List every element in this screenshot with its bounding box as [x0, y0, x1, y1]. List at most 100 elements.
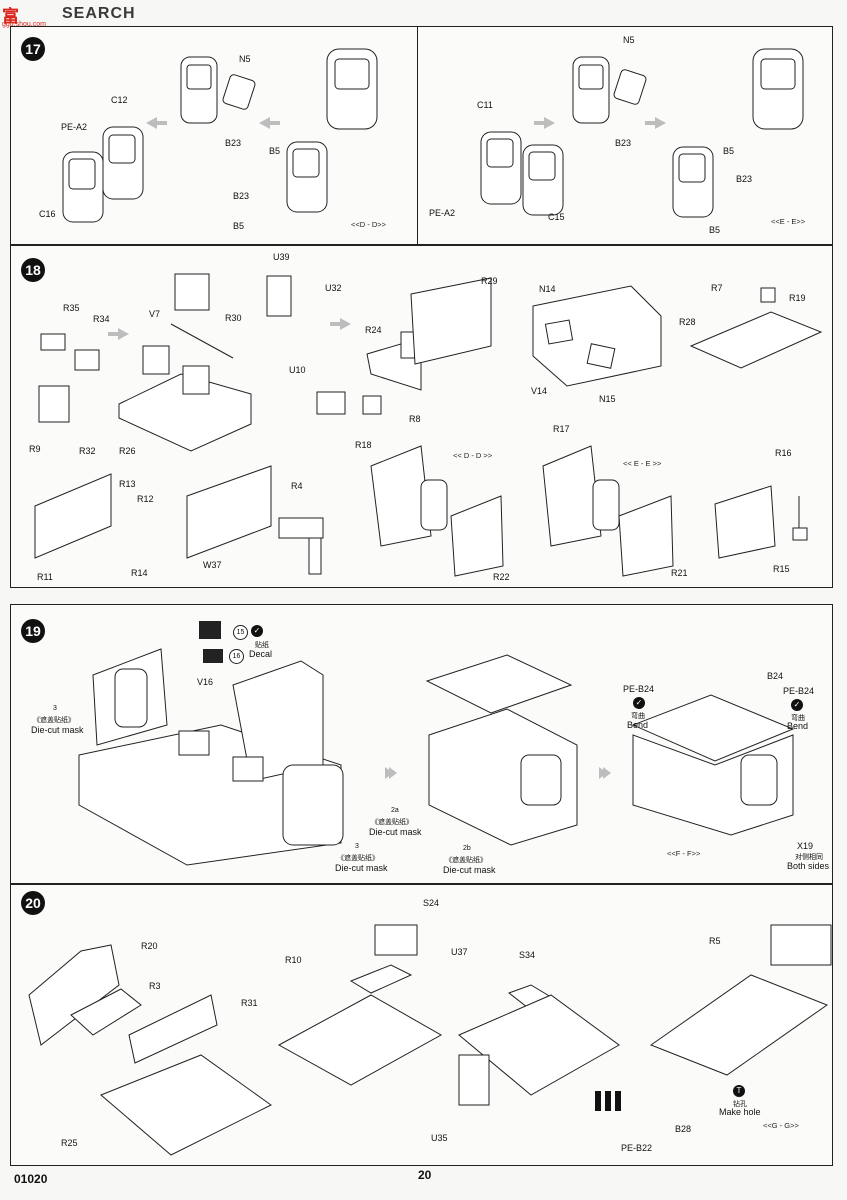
part-label: B5 — [723, 146, 735, 156]
bend-cn: 弯曲 — [791, 715, 805, 722]
mask-2b-en: Die-cut mask — [443, 865, 496, 875]
part-label: B23 — [615, 138, 632, 148]
decal-number: 15 — [233, 625, 248, 640]
both-en: Both sides — [787, 861, 830, 871]
part-label: R9 — [29, 444, 41, 454]
footer-product-code: 01020 — [14, 1172, 48, 1186]
view-label: << E - E >> — [623, 459, 662, 468]
part-label: R10 — [285, 955, 302, 965]
step-19-panel: 19 15 16 ✓ 贴纸 Decal 3 《遮盖贴纸》 Die-cut mas… — [10, 604, 833, 884]
part-label: B24 — [767, 671, 784, 681]
step-20-badge: 20 — [21, 891, 45, 915]
mask-1-en: Die-cut mask — [31, 725, 84, 735]
part-label: R5 — [709, 936, 721, 946]
bend-en: Bend — [627, 720, 649, 730]
part-label: R7 — [711, 283, 723, 293]
part-label: R3 — [149, 981, 161, 991]
part-label: R19 — [789, 293, 806, 303]
watermark-url: ggg.shou.com — [2, 21, 46, 28]
part-label: X19 — [797, 841, 814, 851]
step-17-divider — [417, 27, 418, 244]
hole-en: Make hole — [719, 1107, 761, 1117]
watermark: 富 SEARCH ggg.shou.com — [0, 0, 160, 32]
step-18-drawing — [34, 273, 823, 577]
part-label: R22 — [493, 572, 510, 582]
decal-number: 16 — [229, 649, 244, 664]
view-label: <<G - G>> — [763, 1121, 799, 1130]
part-label: B23 — [233, 191, 250, 201]
step-18-panel: 18 U39 U32 R29 N — [10, 245, 833, 588]
part-label: V7 — [149, 309, 161, 319]
step-20-drawing — [28, 924, 832, 1156]
part-label: R4 — [291, 481, 303, 491]
part-label: R15 — [773, 564, 790, 574]
part-label: R8 — [409, 414, 421, 424]
part-label: R34 — [93, 314, 110, 324]
part-label: R31 — [241, 998, 258, 1008]
part-label: PE-B24 — [783, 686, 815, 696]
part-label: PE-B22 — [621, 1143, 653, 1153]
bend-icon: ✓ — [633, 697, 645, 709]
part-label: N5 — [623, 35, 635, 45]
step-17-drawing — [62, 48, 804, 223]
part-label: R14 — [131, 568, 148, 578]
bend-en: Bend — [787, 721, 809, 731]
footer-page-number: 20 — [418, 1168, 432, 1182]
part-label: U35 — [431, 1133, 448, 1143]
mask-2a-en: Die-cut mask — [369, 827, 422, 837]
part-label: U10 — [289, 365, 306, 375]
part-label: C12 — [111, 95, 128, 105]
both-cn: 对侧相同 — [795, 854, 823, 861]
part-label: B5 — [233, 221, 245, 231]
part-label: B5 — [269, 146, 281, 156]
part-label: PE-B24 — [623, 684, 655, 694]
view-label-right: <<E - E>> — [771, 217, 806, 226]
bend-icon: ✓ — [791, 699, 803, 711]
part-label: PE-A2 — [61, 122, 88, 132]
mask-3-num: 3 — [355, 843, 359, 850]
part-label: W37 — [203, 560, 222, 570]
part-label: R17 — [553, 424, 570, 434]
part-label: R21 — [671, 568, 688, 578]
part-label: R25 — [61, 1138, 78, 1148]
mask-2b-num: 2b — [463, 845, 471, 852]
step-18-badge: 18 — [21, 258, 45, 282]
part-label: R35 — [63, 303, 80, 313]
mask-3-cn: 《遮盖贴纸》 — [337, 855, 379, 862]
part-label: V14 — [531, 386, 548, 396]
part-label: R11 — [37, 572, 53, 582]
part-label: S24 — [423, 898, 440, 908]
part-label: R26 — [119, 446, 136, 456]
part-label: B23 — [225, 138, 242, 148]
part-label: S34 — [519, 950, 536, 960]
drill-icon: T — [733, 1085, 745, 1097]
part-label: B5 — [709, 225, 721, 235]
part-label: C15 — [548, 212, 565, 222]
view-label: <<F - F>> — [667, 849, 701, 858]
decal-cn: 贴纸 — [255, 642, 269, 649]
mask-1-num: 3 — [53, 705, 57, 712]
part-label: N15 — [599, 394, 616, 404]
part-label: B28 — [675, 1124, 692, 1134]
part-label: R24 — [365, 325, 382, 335]
part-label: R20 — [141, 941, 158, 951]
part-label: U37 — [451, 947, 468, 957]
mask-2a-num: 2a — [391, 807, 399, 814]
step-20-panel: 20 S24 R20 U37 R10 S34 R5 R3 R31 R25 U35… — [10, 884, 833, 1166]
part-label: U32 — [325, 283, 342, 293]
step-19-badge: 19 — [21, 619, 45, 643]
mask-3-en: Die-cut mask — [335, 863, 388, 873]
part-label: PE-A2 — [429, 208, 456, 218]
part-label: R28 — [679, 317, 696, 327]
part-label: R13 — [119, 479, 136, 489]
watermark-logo: 富 — [2, 7, 20, 27]
part-label: R29 — [481, 276, 498, 286]
mask-1-cn: 《遮盖贴纸》 — [33, 717, 75, 724]
part-label: R30 — [225, 313, 242, 323]
decal-en: Decal — [249, 649, 273, 659]
part-label: U39 — [273, 252, 290, 262]
part-label: N5 — [239, 54, 251, 64]
step-19-drawing — [78, 621, 795, 866]
part-label: R18 — [355, 440, 372, 450]
mask-2b-cn: 《遮盖贴纸》 — [445, 857, 487, 864]
